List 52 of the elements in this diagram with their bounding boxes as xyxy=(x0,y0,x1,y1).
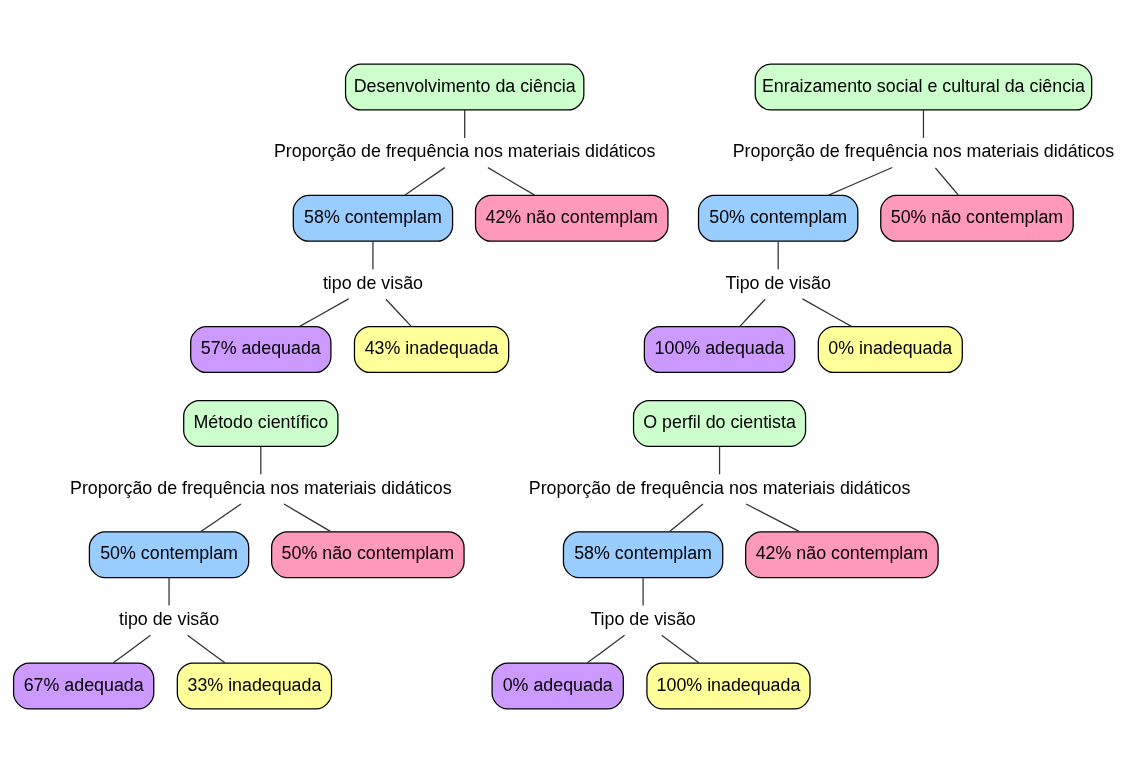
connector xyxy=(168,576,170,606)
node-text: tipo de visão xyxy=(322,272,423,293)
connector xyxy=(777,240,779,270)
connector xyxy=(934,166,960,196)
node-box: 58% contemplam xyxy=(292,194,454,242)
node-box: Desenvolvimento da ciência xyxy=(344,62,585,111)
node-text: Tipo de visão xyxy=(590,608,696,629)
connector xyxy=(669,502,704,532)
node-box: 67% adequada xyxy=(12,661,155,710)
node-box: 100% adequada xyxy=(643,325,796,373)
connector xyxy=(487,166,536,196)
node-box: 50% contemplam xyxy=(697,194,859,242)
connector xyxy=(186,634,226,663)
node-box: Método científico xyxy=(183,399,339,447)
connector xyxy=(283,502,332,532)
connector xyxy=(372,240,374,270)
connector xyxy=(661,634,700,663)
connector xyxy=(112,634,152,663)
connector xyxy=(827,166,893,196)
node-box: 33% inadequada xyxy=(176,661,333,710)
node-box: O perfil do cientista xyxy=(632,399,807,447)
node-text: Proporção de frequência nos materiais didáticos xyxy=(273,140,656,161)
node-box: Enraizamento social e cultural da ciência xyxy=(754,62,1093,111)
node-box: 50% contemplam xyxy=(88,530,250,578)
node-box: 58% contemplam xyxy=(562,530,724,578)
node-text: tipo de visão xyxy=(118,608,220,629)
node-box: 57% adequada xyxy=(190,325,332,373)
connector xyxy=(299,297,350,327)
connector xyxy=(586,634,626,663)
connector xyxy=(718,445,721,475)
node-box: 100% inadequada xyxy=(646,661,811,710)
node-text: Proporção de frequência nos materiais didáticos xyxy=(70,477,452,498)
connector xyxy=(642,576,644,606)
connector xyxy=(745,502,801,532)
node-text: Tipo de visão xyxy=(725,272,831,293)
node-box: 50% não contemplam xyxy=(271,530,465,578)
connector xyxy=(739,298,766,327)
node-text: Proporção de frequência nos materiais didáticos xyxy=(528,477,911,498)
connector xyxy=(464,108,466,139)
connector xyxy=(200,502,242,532)
node-box: 0% inadequada xyxy=(817,325,963,373)
node-box: 50% não contemplam xyxy=(880,194,1074,242)
node-box: 42% não contemplam xyxy=(474,194,669,242)
node-box: 0% adequada xyxy=(491,661,624,710)
node-text: Proporção de frequência nos materiais didáticos xyxy=(732,140,1115,161)
connector xyxy=(260,445,262,475)
node-box: 43% inadequada xyxy=(353,325,510,373)
node-box: 42% não contemplam xyxy=(745,530,939,578)
connector xyxy=(385,298,412,327)
connector xyxy=(922,108,925,139)
connector xyxy=(801,297,853,327)
connector xyxy=(404,166,446,196)
